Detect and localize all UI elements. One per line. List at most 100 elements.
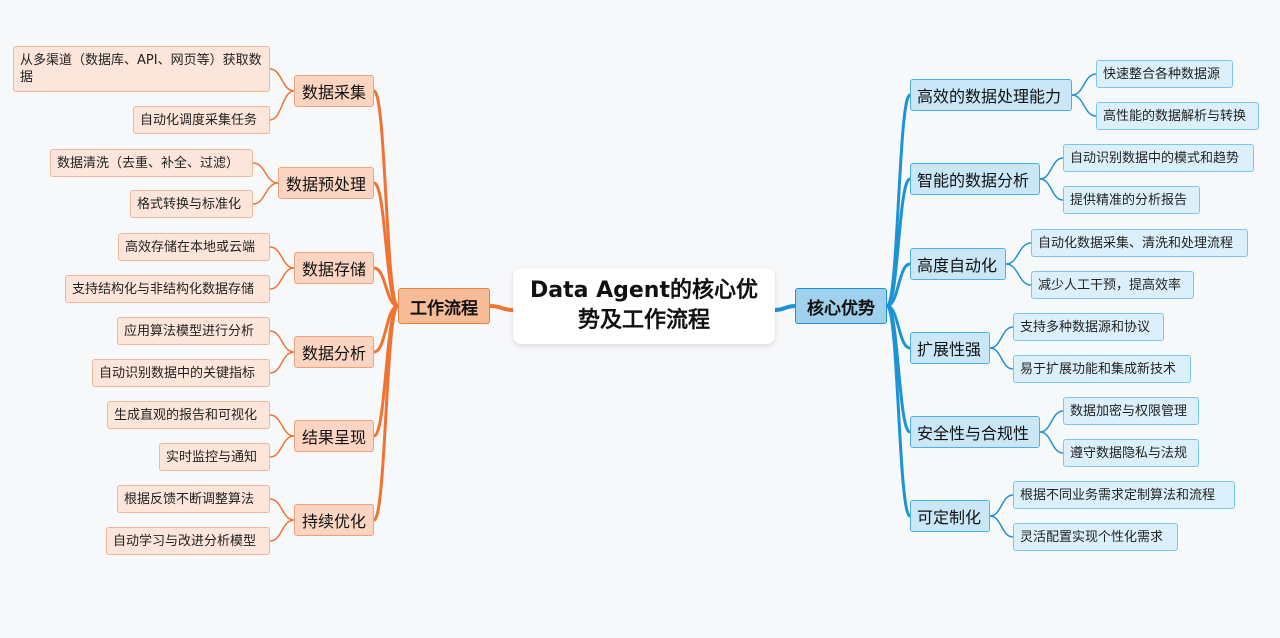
connector-workflow-branch (372, 304, 400, 522)
connector-workflow-leaf (269, 68, 295, 92)
leaf-label: 减少人工干预，提高效率 (1038, 277, 1182, 293)
connector-center-right (773, 304, 797, 312)
connector-workflow-leaf (252, 162, 279, 184)
subtopic-label: 数据采集 (301, 83, 366, 102)
subtopic-label: 扩展性强 (917, 340, 982, 359)
connector-advantage-leaf (989, 494, 1014, 517)
connector-workflow-branch (372, 266, 400, 308)
leaf-label: 数据加密与权限管理 (1070, 403, 1188, 419)
leaf-label: 快速整合各种数据源 (1103, 66, 1221, 82)
connector-workflow-leaf (269, 351, 295, 374)
connector-workflow-leaf (269, 267, 295, 290)
main-topic-workflow[interactable]: 工作流程 (398, 288, 490, 324)
leaf-workflow-2-1[interactable]: 数据清洗（去重、补全、过滤） (50, 149, 253, 177)
connector-workflow-leaf (269, 330, 295, 353)
leaf-label: 生成直观的报告和可视化 (114, 407, 258, 423)
leaf-label: 应用算法模型进行分析 (124, 323, 255, 339)
leaf-label: 支持结构化与非结构化数据存储 (72, 281, 255, 297)
leaf-advantage-3-2[interactable]: 减少人工干预，提高效率 (1031, 271, 1194, 299)
leaf-workflow-3-2[interactable]: 支持结构化与非结构化数据存储 (65, 275, 270, 303)
subtopic-label: 数据分析 (301, 344, 366, 363)
connector-workflow-leaf (269, 246, 295, 269)
leaf-label: 数据清洗（去重、补全、过滤） (57, 155, 240, 171)
subtopic-label: 安全性与合规性 (917, 424, 1030, 443)
subtopic-advantage-4[interactable]: 扩展性强 (910, 332, 990, 364)
connector-advantage-leaf (1005, 263, 1032, 286)
subtopic-workflow-3[interactable]: 数据存储 (294, 252, 374, 284)
leaf-label: 实时监控与通知 (166, 449, 258, 465)
leaf-workflow-4-1[interactable]: 应用算法模型进行分析 (117, 317, 270, 345)
main-topic-advantages[interactable]: 核心优势 (795, 288, 887, 324)
leaf-advantage-4-1[interactable]: 支持多种数据源和协议 (1013, 313, 1164, 341)
connector-workflow-leaf (269, 519, 295, 542)
leaf-advantage-5-1[interactable]: 数据加密与权限管理 (1063, 397, 1199, 425)
connector-advantage-branch (885, 304, 912, 518)
leaf-label: 根据不同业务需求定制算法和流程 (1020, 487, 1216, 503)
leaf-advantage-2-1[interactable]: 自动识别数据中的模式和趋势 (1063, 144, 1254, 172)
subtopic-workflow-5[interactable]: 结果呈现 (294, 420, 374, 452)
leaf-label: 从多渠道（数据库、API、网页等）获取数据 (20, 53, 262, 85)
subtopic-advantage-5[interactable]: 安全性与合规性 (910, 416, 1040, 448)
connector-advantage-leaf (989, 515, 1014, 538)
connector-advantage-leaf (989, 326, 1014, 349)
connector-advantage-leaf (1039, 431, 1064, 454)
leaf-workflow-1-2[interactable]: 自动化调度采集任务 (133, 106, 270, 134)
connector-advantage-leaf (1039, 410, 1064, 433)
connector-workflow-leaf (252, 182, 279, 205)
leaf-workflow-6-1[interactable]: 根据反馈不断调整算法 (117, 485, 270, 513)
leaf-advantage-1-2[interactable]: 高性能的数据解析与转换 (1096, 102, 1259, 130)
leaf-advantage-3-1[interactable]: 自动化数据采集、清洗和处理流程 (1031, 229, 1248, 257)
subtopic-advantage-6[interactable]: 可定制化 (910, 500, 990, 532)
central-topic[interactable]: Data Agent的核心优势及工作流程 (513, 268, 775, 344)
leaf-label: 根据反馈不断调整算法 (124, 491, 255, 507)
leaf-label: 高性能的数据解析与转换 (1103, 108, 1247, 124)
connector-workflow-branch (372, 181, 400, 308)
connector-advantage-leaf (1071, 94, 1097, 117)
leaf-advantage-4-2[interactable]: 易于扩展功能和集成新技术 (1013, 355, 1191, 383)
connector-advantage-leaf (1039, 157, 1064, 180)
connector-center-left (488, 304, 515, 312)
subtopic-label: 高度自动化 (917, 256, 998, 275)
leaf-workflow-1-1[interactable]: 从多渠道（数据库、API、网页等）获取数据 (13, 46, 270, 92)
subtopic-label: 数据预处理 (285, 175, 366, 194)
leaf-label: 提供精准的分析报告 (1070, 192, 1188, 208)
connector-advantage-branch (885, 93, 912, 308)
leaf-workflow-4-2[interactable]: 自动识别数据中的关键指标 (92, 359, 270, 387)
subtopic-label: 持续优化 (301, 512, 366, 531)
connector-advantage-branch (885, 177, 912, 308)
subtopic-label: 高效的数据处理能力 (917, 87, 1062, 106)
subtopic-advantage-2[interactable]: 智能的数据分析 (910, 163, 1040, 195)
subtopic-label: 可定制化 (917, 508, 982, 527)
leaf-workflow-2-2[interactable]: 格式转换与标准化 (130, 190, 253, 218)
subtopic-workflow-1[interactable]: 数据采集 (294, 75, 374, 107)
leaf-advantage-6-2[interactable]: 灵活配置实现个性化需求 (1013, 523, 1178, 551)
leaf-label: 支持多种数据源和协议 (1020, 319, 1151, 335)
connector-workflow-leaf (269, 90, 295, 121)
leaf-label: 易于扩展功能和集成新技术 (1020, 361, 1177, 377)
subtopic-workflow-4[interactable]: 数据分析 (294, 336, 374, 368)
subtopic-workflow-2[interactable]: 数据预处理 (278, 167, 374, 199)
connector-advantage-branch (885, 262, 912, 308)
leaf-advantage-5-2[interactable]: 遵守数据隐私与法规 (1063, 439, 1199, 467)
connector-workflow-leaf (269, 435, 295, 458)
leaf-advantage-6-1[interactable]: 根据不同业务需求定制算法和流程 (1013, 481, 1235, 509)
leaf-workflow-6-2[interactable]: 自动学习与改进分析模型 (106, 527, 270, 555)
connector-workflow-leaf (269, 414, 295, 437)
leaf-advantage-2-2[interactable]: 提供精准的分析报告 (1063, 186, 1200, 214)
subtopic-advantage-3[interactable]: 高度自动化 (910, 248, 1006, 280)
central-topic-label: Data Agent的核心优势及工作流程 (529, 278, 758, 333)
subtopic-advantage-1[interactable]: 高效的数据处理能力 (910, 79, 1072, 111)
leaf-label: 自动学习与改进分析模型 (113, 533, 257, 549)
leaf-label: 自动化调度采集任务 (140, 112, 258, 128)
leaf-workflow-5-2[interactable]: 实时监控与通知 (159, 443, 270, 471)
connector-advantage-leaf (989, 347, 1014, 370)
main-topic-advantages-label: 核心优势 (807, 298, 875, 319)
main-topic-workflow-label: 工作流程 (410, 298, 478, 319)
subtopic-workflow-6[interactable]: 持续优化 (294, 504, 374, 536)
connector-advantage-leaf (1039, 178, 1064, 201)
leaf-advantage-1-1[interactable]: 快速整合各种数据源 (1096, 60, 1233, 88)
leaf-workflow-5-1[interactable]: 生成直观的报告和可视化 (107, 401, 270, 429)
leaf-workflow-3-1[interactable]: 高效存储在本地或云端 (118, 233, 270, 261)
